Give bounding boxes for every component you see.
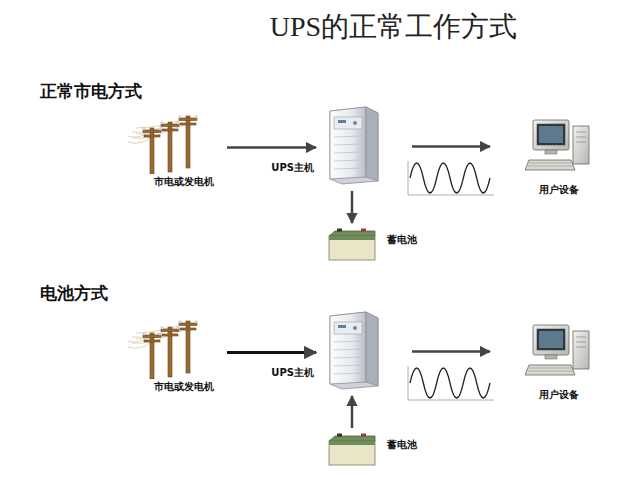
power-source-node: 市电或发电机 [128, 317, 223, 393]
node-label: 市电或发电机 [154, 381, 214, 392]
section-heading: 电池方式 [40, 282, 108, 305]
node-icon [128, 112, 223, 174]
battery-node: 蓄电池 [327, 228, 377, 262]
node-icon [525, 323, 593, 383]
user-device-node: 用户设备 [525, 323, 593, 383]
node-label: UPS主机 [271, 367, 314, 378]
flow-arrow [351, 396, 354, 428]
sine-wave [408, 161, 494, 195]
node-label: 市电或发电机 [154, 176, 214, 187]
flow-arrow [351, 191, 354, 223]
node-icon [322, 105, 382, 185]
node-label: 蓄电池 [387, 439, 417, 450]
diagram-title: UPS的正常工作方式 [0, 8, 617, 46]
node-label: UPS主机 [271, 162, 314, 173]
node-icon [327, 228, 377, 262]
ups-node: UPS主机 [322, 310, 382, 390]
ups-node: UPS主机 [322, 105, 382, 185]
flow-arrow [412, 145, 490, 148]
battery-node: 蓄电池 [327, 433, 377, 467]
power-source-node: 市电或发电机 [128, 112, 223, 188]
node-icon [322, 310, 382, 390]
user-device-node: 用户设备 [525, 118, 593, 178]
node-label: 蓄电池 [387, 234, 417, 245]
node-label: 用户设备 [539, 184, 579, 195]
flow-arrow [227, 146, 316, 149]
node-icon [128, 317, 223, 379]
node-icon [525, 118, 593, 178]
node-icon [327, 433, 377, 467]
section-heading: 正常市电方式 [40, 80, 142, 103]
node-label: 用户设备 [539, 389, 579, 400]
sine-wave [408, 366, 494, 400]
flow-arrow [412, 350, 490, 353]
flow-arrow [227, 351, 316, 354]
